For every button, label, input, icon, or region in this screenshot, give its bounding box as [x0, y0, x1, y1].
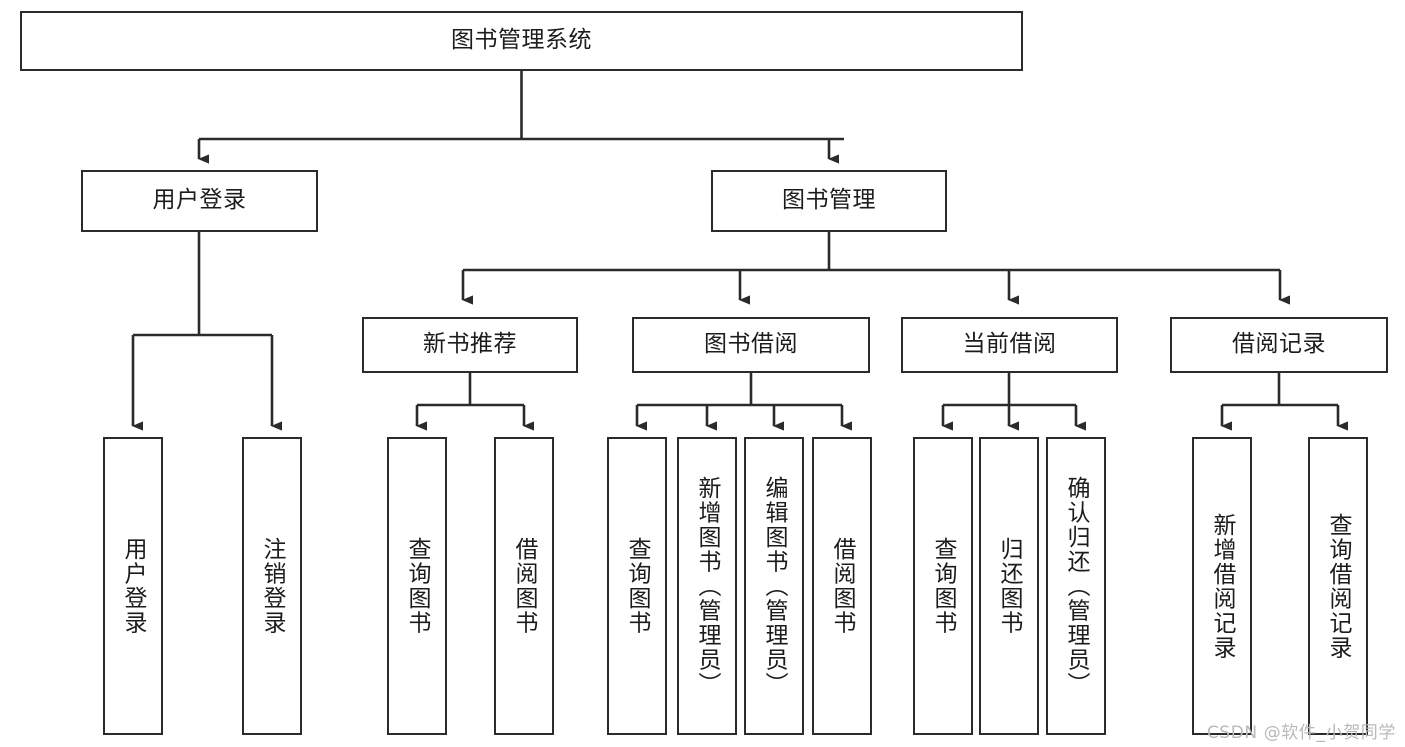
node-leaf-edit-book[interactable]: 编辑图书（管理员） — [744, 437, 804, 735]
node-current-borrow-label: 当前借阅 — [962, 331, 1057, 358]
node-root[interactable]: 图书管理系统 — [20, 11, 1023, 71]
node-leaf-user-logout[interactable]: 注销登录 — [242, 437, 302, 735]
node-new-book-recommend[interactable]: 新书推荐 — [362, 317, 578, 373]
node-leaf-query-record-label: 查询借阅记录 — [1325, 512, 1352, 660]
node-leaf-user-login-label: 用户登录 — [120, 537, 147, 635]
node-leaf-user-logout-label: 注销登录 — [259, 537, 286, 635]
node-leaf-add-record-label: 新增借阅记录 — [1209, 512, 1236, 660]
node-leaf-query-book-1-label: 查询图书 — [404, 537, 431, 635]
csdn-watermark: CSDN @软件_小贺同学 — [1206, 723, 1396, 743]
node-leaf-query-record[interactable]: 查询借阅记录 — [1308, 437, 1368, 735]
node-leaf-confirm-return-label: 确认归还（管理员） — [1063, 475, 1090, 697]
node-leaf-return-book-label: 归还图书 — [996, 537, 1023, 635]
node-leaf-user-login[interactable]: 用户登录 — [103, 437, 163, 735]
node-leaf-add-record[interactable]: 新增借阅记录 — [1192, 437, 1252, 735]
node-leaf-return-book[interactable]: 归还图书 — [979, 437, 1039, 735]
node-leaf-query-book-2-label: 查询图书 — [624, 537, 651, 635]
node-leaf-query-book-1[interactable]: 查询图书 — [387, 437, 447, 735]
node-leaf-query-book-2[interactable]: 查询图书 — [607, 437, 667, 735]
node-book-borrow[interactable]: 图书借阅 — [632, 317, 870, 373]
node-leaf-edit-book-label: 编辑图书（管理员） — [761, 475, 788, 697]
node-root-label: 图书管理系统 — [451, 27, 592, 54]
node-leaf-add-book-label: 新增图书（管理员） — [694, 475, 721, 697]
node-leaf-borrow-book-2[interactable]: 借阅图书 — [812, 437, 872, 735]
node-leaf-query-book-3-label: 查询图书 — [930, 537, 957, 635]
node-book-manage-label: 图书管理 — [782, 187, 876, 214]
node-book-borrow-label: 图书借阅 — [704, 331, 798, 358]
node-borrow-record-label: 借阅记录 — [1232, 331, 1326, 358]
node-leaf-add-book[interactable]: 新增图书（管理员） — [677, 437, 737, 735]
node-user-login-label: 用户登录 — [152, 187, 247, 214]
node-leaf-confirm-return[interactable]: 确认归还（管理员） — [1046, 437, 1106, 735]
node-borrow-record[interactable]: 借阅记录 — [1170, 317, 1388, 373]
node-leaf-borrow-book-1[interactable]: 借阅图书 — [494, 437, 554, 735]
node-leaf-borrow-book-1-label: 借阅图书 — [511, 537, 538, 635]
node-new-book-recommend-label: 新书推荐 — [423, 331, 517, 358]
node-book-manage[interactable]: 图书管理 — [711, 170, 947, 232]
node-leaf-query-book-3[interactable]: 查询图书 — [913, 437, 973, 735]
node-user-login[interactable]: 用户登录 — [81, 170, 318, 232]
node-leaf-borrow-book-2-label: 借阅图书 — [829, 537, 856, 635]
node-current-borrow[interactable]: 当前借阅 — [901, 317, 1118, 373]
